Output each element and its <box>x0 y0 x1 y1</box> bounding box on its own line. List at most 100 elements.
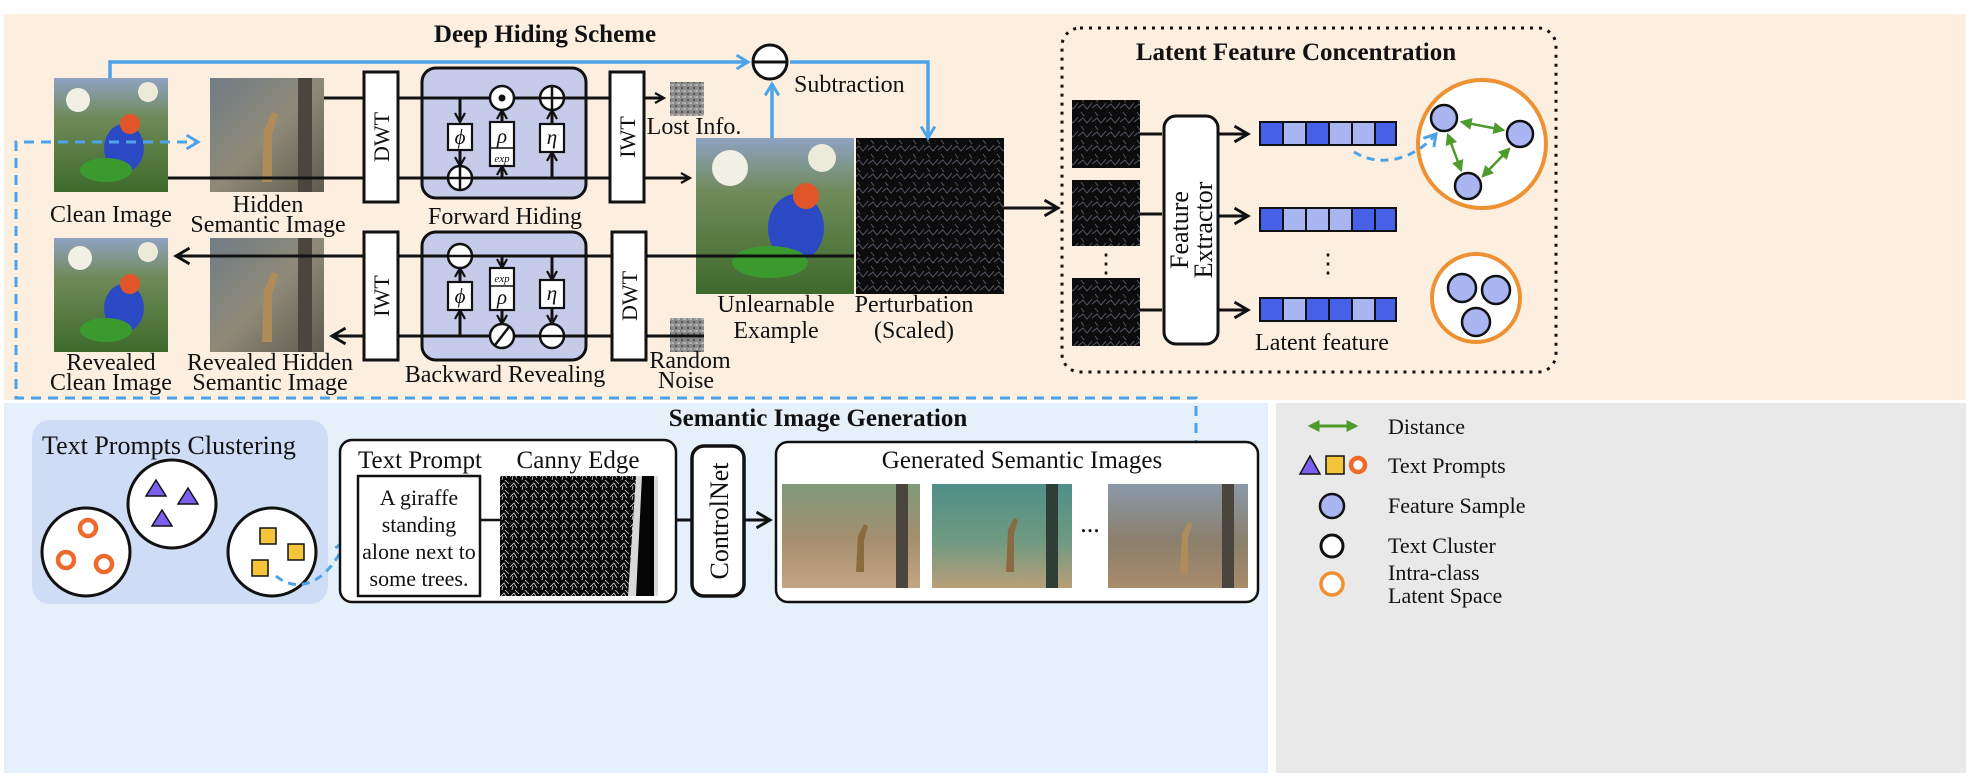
unlearnable-example-image <box>696 138 854 294</box>
feature-extractor-label-line1: Feature <box>1165 191 1194 269</box>
perturbation-sample-3 <box>1072 278 1140 346</box>
svg-text:ρ: ρ <box>496 285 507 309</box>
extractor-inputs <box>1140 132 1162 312</box>
legend-text-prompts-label: Text Prompts <box>1388 453 1506 478</box>
latent-vector-3 <box>1259 297 1397 322</box>
hidden-semantic-image <box>210 78 324 192</box>
concentration-arrow <box>1353 134 1436 162</box>
feature-extractor-label-line2: Extractor <box>1189 181 1218 278</box>
backward-revealing-label: Backward Revealing <box>405 362 606 388</box>
generated-images-title: Generated Semantic Images <box>882 447 1162 474</box>
revealed-hidden-label-line1: Revealed Hidden <box>187 350 353 376</box>
latent-vector-1 <box>1259 121 1397 146</box>
svg-text:exp: exp <box>494 273 510 285</box>
feature-samples-spread <box>1429 103 1535 201</box>
backward-ops: ϕ exp ρ η <box>446 242 566 350</box>
clustering-title: Text Prompts Clustering <box>42 431 296 460</box>
svg-text:IWT: IWT <box>369 275 394 317</box>
deep-hiding-title: Deep Hiding Scheme <box>434 21 656 48</box>
backward-revealing-flow <box>176 256 854 336</box>
cluster-rings <box>40 506 132 598</box>
cluster-squares <box>226 506 318 598</box>
semantic-feedback-loop <box>14 142 1198 484</box>
forward-hiding-label: Forward Hiding <box>428 204 582 230</box>
clean-image-label: Clean Image <box>50 202 172 228</box>
legend-text-prompts-icons <box>1298 454 1368 475</box>
text-prompt-title: Text Prompt <box>358 447 482 474</box>
square-prompts <box>251 527 305 577</box>
generated-image-1 <box>782 484 920 588</box>
cluster-triangles <box>126 458 218 550</box>
canny-edge-title: Canny Edge <box>517 447 640 474</box>
generated-image-3 <box>1108 484 1248 588</box>
legend-intra-class-label-line2: Latent Space <box>1388 583 1502 608</box>
clean-image <box>54 78 168 192</box>
legend-intra-class-label-line1: Intra-class <box>1388 560 1480 585</box>
random-noise-label-line2: Noise <box>658 368 714 394</box>
unlearnable-label-line1: Unlearnable <box>717 292 834 318</box>
svg-text:η: η <box>547 281 557 305</box>
dwt-block-top: DWT <box>362 70 400 204</box>
svg-text:η: η <box>547 125 557 149</box>
vector-ellipsis: ⋮ <box>1315 249 1341 278</box>
prompt-line-4: some trees. <box>370 566 469 591</box>
svg-text:exp: exp <box>494 153 510 165</box>
prompt-line-2: standing <box>382 512 457 537</box>
semantic-generation-title: Semantic Image Generation <box>669 405 968 432</box>
legend-feature-sample-icon <box>1318 492 1346 520</box>
unlearnable-label-line2: Example <box>733 318 818 344</box>
canny-edge-image <box>500 476 658 596</box>
latent-feature-label: Latent feature <box>1255 330 1389 356</box>
perturbation-label-line2: (Scaled) <box>874 318 954 344</box>
feature-samples-concentrated <box>1446 272 1512 338</box>
latent-title: Latent Feature Concentration <box>1136 39 1456 66</box>
feature-extractor <box>1162 114 1220 346</box>
prompt-line-3: alone next to <box>362 539 476 564</box>
perturbation-image <box>856 138 1004 294</box>
svg-text:IWT: IWT <box>615 116 640 158</box>
revealed-clean-label-line1: Revealed <box>66 350 155 376</box>
generated-image-2 <box>932 484 1072 588</box>
svg-text:ϕ: ϕ <box>455 284 466 308</box>
legend-distance-label: Distance <box>1388 414 1465 439</box>
revealed-clean-image <box>54 238 168 352</box>
legend-panel <box>1276 403 1966 773</box>
legend-feature-sample-label: Feature Sample <box>1388 493 1525 518</box>
subtraction-flow <box>108 62 928 138</box>
extractor-outputs <box>1218 134 1248 310</box>
distance-arrows <box>1445 117 1511 178</box>
controlnet-label: ControlNet <box>705 462 734 580</box>
lost-info-label: Lost Info. <box>647 114 742 140</box>
subtraction-label: Subtraction <box>794 72 905 98</box>
legend-text-cluster-label: Text Cluster <box>1388 533 1497 558</box>
svg-text:ϕ: ϕ <box>455 125 466 149</box>
forward-ops: ϕ ρ exp η <box>446 84 566 192</box>
legend-text-cluster-icon <box>1319 533 1345 559</box>
iwt-block-top: IWT <box>608 70 646 204</box>
perturbation-sample-2 <box>1072 180 1140 246</box>
perturbation-sample-1 <box>1072 100 1140 168</box>
latent-vector-2 <box>1259 207 1397 232</box>
vertical-ellipsis: ⋮ <box>1093 249 1119 278</box>
hidden-semantic-label-line2: Semantic Image <box>190 212 345 238</box>
random-noise-label-line1: Random <box>649 348 731 374</box>
subtraction-op <box>751 43 789 81</box>
svg-text:ρ: ρ <box>496 124 507 148</box>
iwt-block-bottom: IWT <box>362 230 400 362</box>
generated-ellipsis: ... <box>1080 509 1100 538</box>
text-prompt-box <box>356 474 482 598</box>
dwt-block-bottom: DWT <box>610 230 648 362</box>
svg-text:DWT: DWT <box>617 270 642 321</box>
forward-hiding-flow <box>168 98 690 178</box>
hidden-semantic-label-line1: Hidden <box>233 192 304 218</box>
perturbation-label-line1: Perturbation <box>855 292 974 318</box>
revealed-clean-label-line2: Clean Image <box>50 370 172 396</box>
lost-info-thumbnail <box>670 82 704 116</box>
prompt-line-1: A giraffe <box>380 485 458 510</box>
svg-text:DWT: DWT <box>369 111 394 162</box>
triangle-prompts <box>144 478 200 527</box>
legend-intra-class-icon <box>1319 571 1345 597</box>
ring-prompts <box>55 517 115 575</box>
